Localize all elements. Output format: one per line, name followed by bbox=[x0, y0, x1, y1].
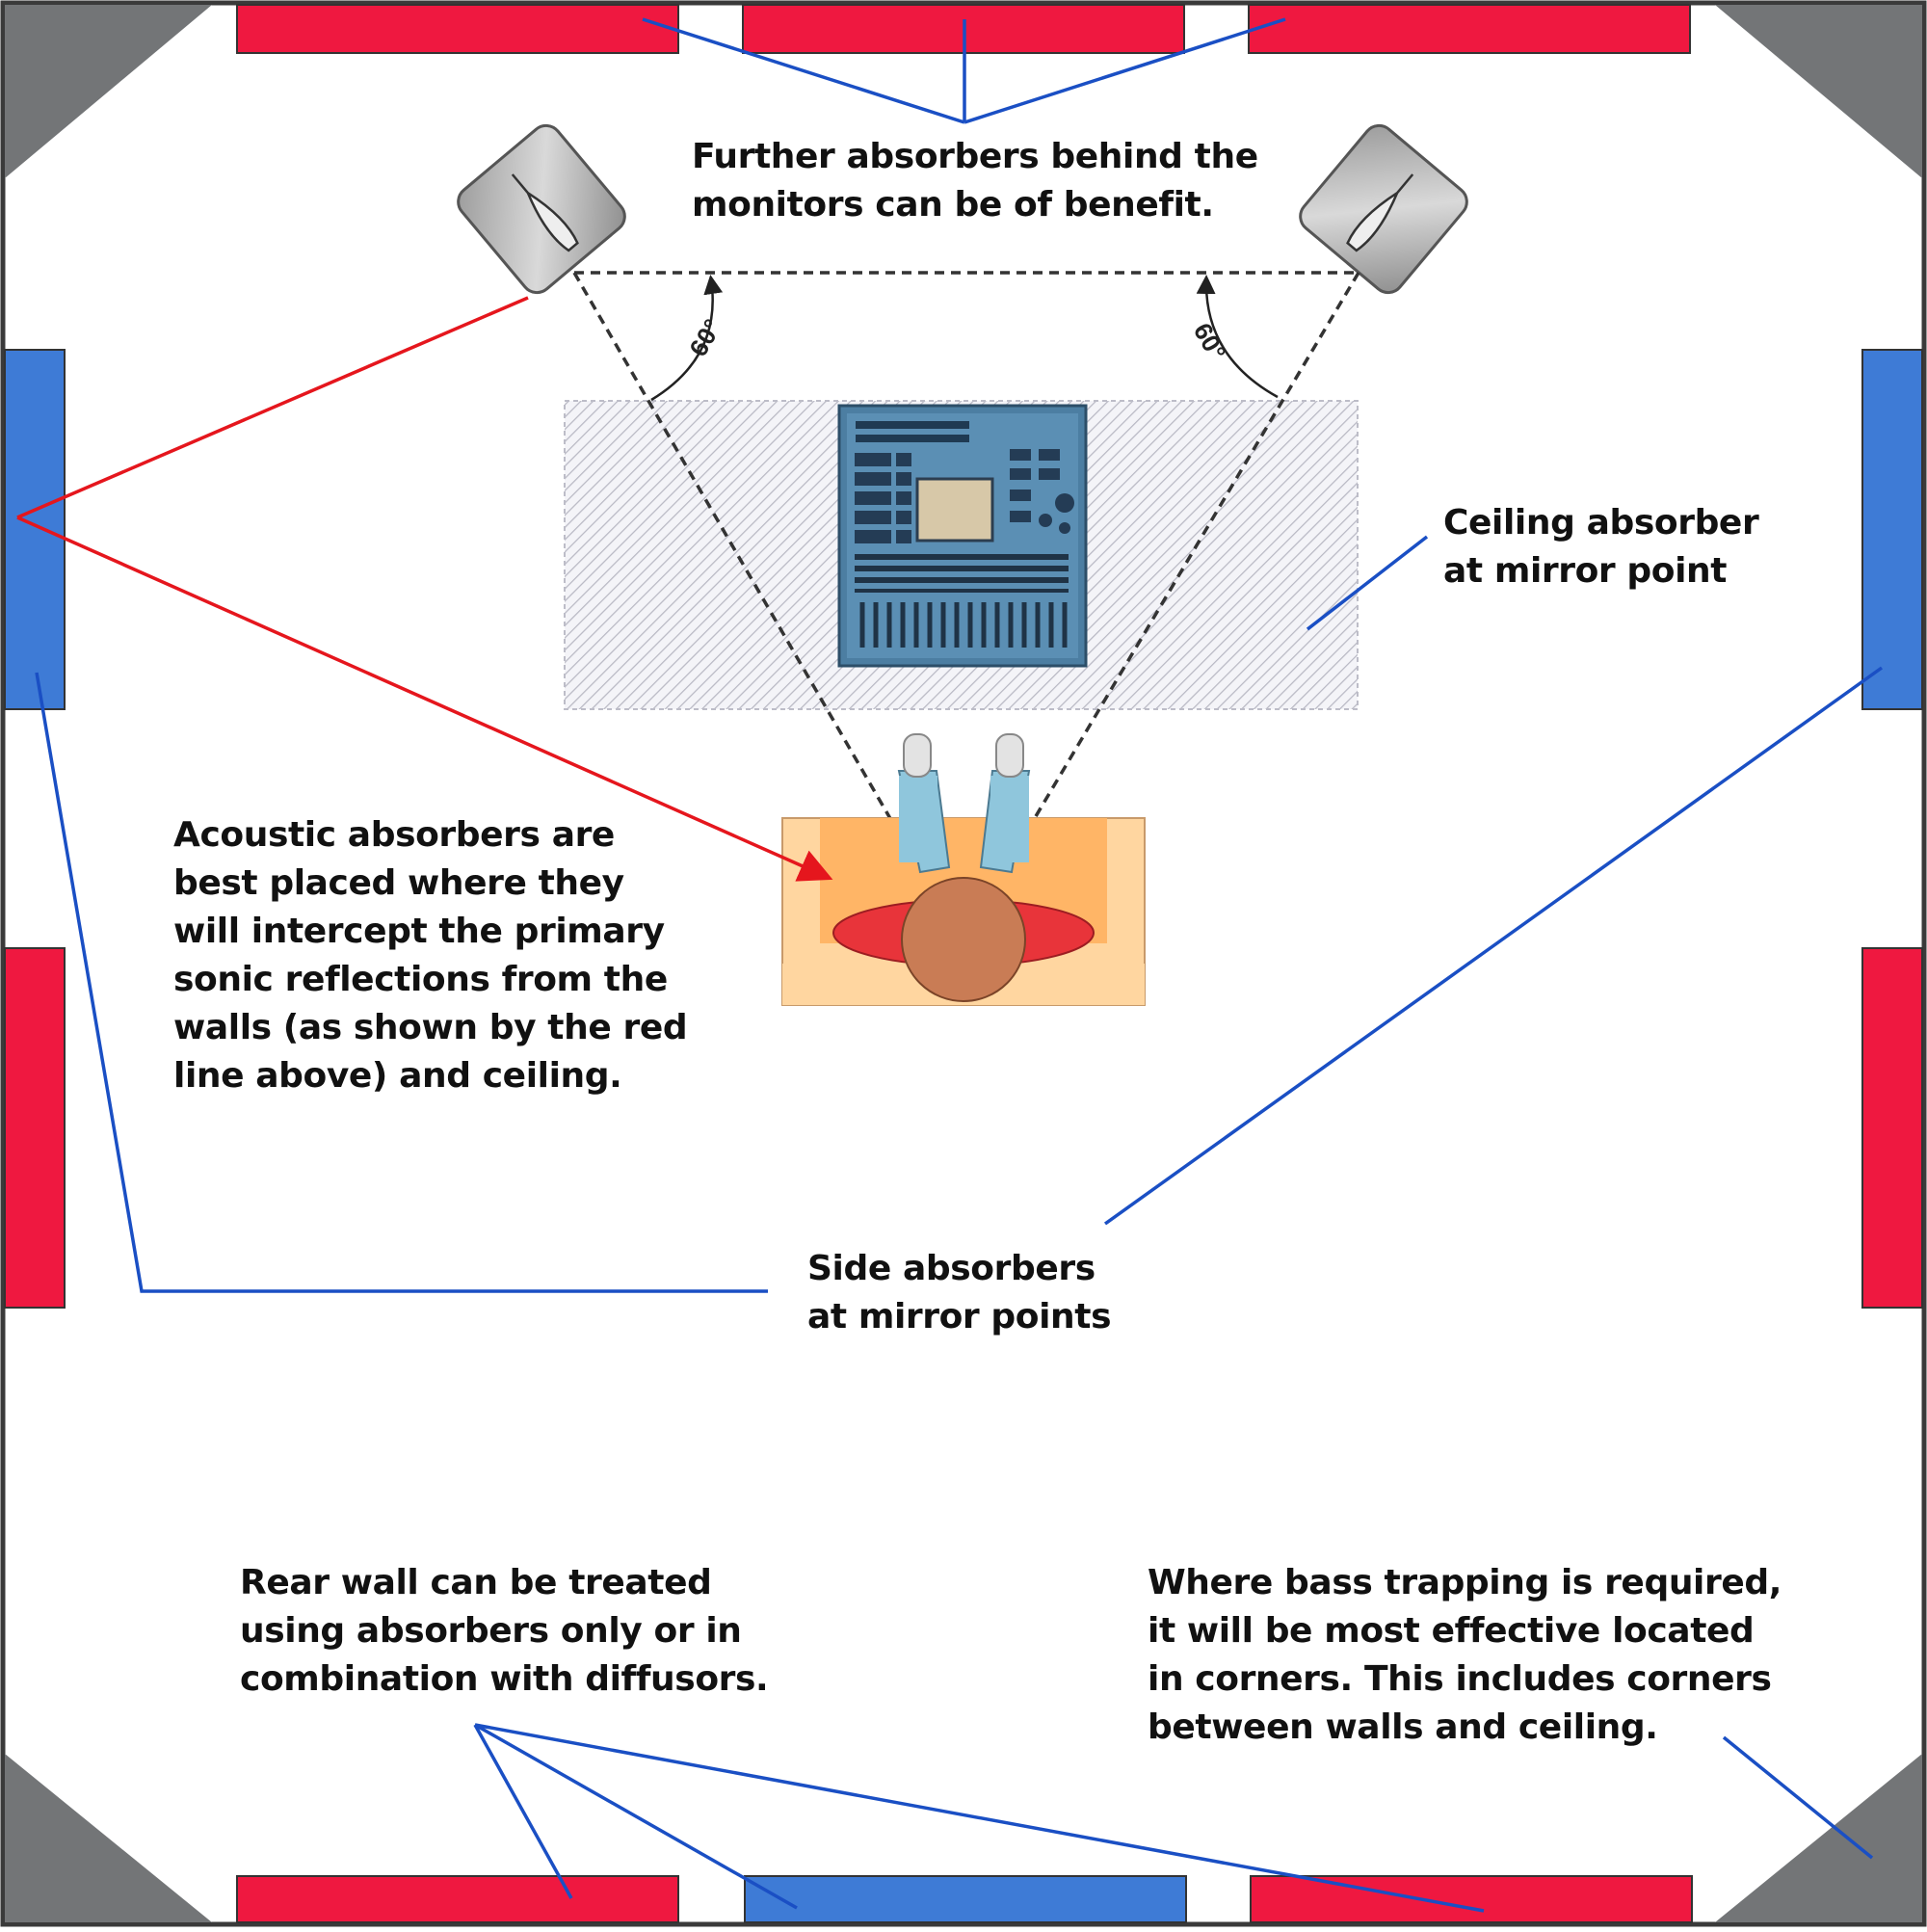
label-line: line above) and ceiling. bbox=[173, 1056, 622, 1096]
label-line: it will be most effective located bbox=[1148, 1611, 1755, 1651]
label-line: between walls and ceiling. bbox=[1148, 1707, 1658, 1747]
listening-triangle bbox=[572, 271, 1360, 926]
absorber-side-left-mirror bbox=[4, 349, 66, 710]
label-ceiling-absorber: Ceiling absorber at mirror point bbox=[1443, 499, 1759, 595]
absorber-front-right bbox=[1248, 4, 1691, 54]
absorber-side-right-lower bbox=[1861, 947, 1923, 1309]
bass-trap-top-right bbox=[1715, 5, 1922, 178]
label-line: will intercept the primary bbox=[173, 912, 665, 951]
label-line: in corners. This includes corners bbox=[1148, 1659, 1772, 1699]
studio-monitor-icon-right bbox=[1299, 123, 1468, 295]
bass-trap-bottom-right bbox=[1715, 1754, 1922, 1922]
listener-seated-icon bbox=[781, 733, 1146, 1006]
reflection-reflected-ray bbox=[16, 516, 833, 882]
label-line: at mirror point bbox=[1443, 551, 1728, 591]
label-side-absorbers: Side absorbers at mirror points bbox=[807, 1245, 1112, 1341]
label-line: sonic reflections from the bbox=[173, 960, 668, 999]
absorber-front-left bbox=[236, 4, 679, 54]
label-bass-trapping: Where bass trapping is required, it will… bbox=[1148, 1559, 1782, 1752]
angle-arc-right bbox=[1196, 275, 1279, 399]
label-line: Acoustic absorbers are bbox=[173, 815, 615, 855]
label-line: Side absorbers bbox=[807, 1249, 1095, 1288]
absorber-rear-left bbox=[236, 1875, 679, 1923]
label-line: Where bass trapping is required, bbox=[1148, 1563, 1782, 1602]
label-line: best placed where they bbox=[173, 863, 624, 903]
label-line: walls (as shown by the red bbox=[173, 1008, 688, 1047]
bass-trap-top-left bbox=[5, 5, 212, 178]
leader-lines bbox=[35, 17, 1884, 1913]
label-line: Ceiling absorber bbox=[1443, 503, 1759, 543]
studio-monitor-icon-left bbox=[457, 123, 626, 295]
label-line: monitors can be of benefit. bbox=[692, 185, 1214, 225]
label-acoustic-absorbers: Acoustic absorbers are best placed where… bbox=[173, 811, 688, 1100]
absorber-rear-center bbox=[744, 1875, 1187, 1923]
label-further-absorbers: Further absorbers behind the monitors ca… bbox=[692, 133, 1258, 229]
absorber-rear-right bbox=[1250, 1875, 1693, 1923]
angle-arc-left bbox=[650, 275, 724, 402]
label-line: Further absorbers behind the bbox=[692, 137, 1258, 176]
label-line: Rear wall can be treated bbox=[240, 1563, 712, 1602]
absorber-side-left-lower bbox=[4, 947, 66, 1309]
bass-trap-bottom-left bbox=[5, 1754, 212, 1922]
label-line: at mirror points bbox=[807, 1297, 1112, 1337]
absorber-side-right-mirror bbox=[1861, 349, 1923, 710]
label-rear-wall: Rear wall can be treated using absorbers… bbox=[240, 1559, 769, 1704]
label-line: combination with diffusors. bbox=[240, 1659, 769, 1699]
reflection-incident-ray bbox=[16, 296, 529, 519]
label-line: using absorbers only or in bbox=[240, 1611, 742, 1651]
mixing-console-icon bbox=[837, 404, 1088, 668]
